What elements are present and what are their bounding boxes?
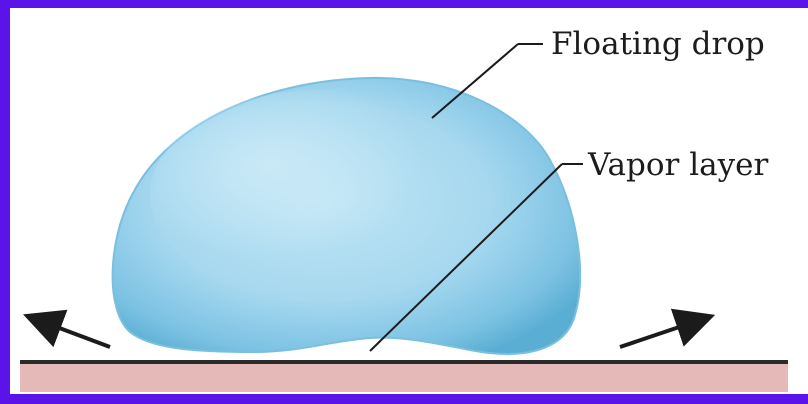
hot-surface — [20, 362, 788, 392]
drop-highlight — [150, 90, 490, 300]
arrow-right-icon — [620, 320, 700, 347]
vapor-layer-label: Vapor layer — [587, 147, 768, 183]
arrow-left-icon — [38, 320, 110, 347]
floating-drop-label: Floating drop — [551, 26, 765, 62]
